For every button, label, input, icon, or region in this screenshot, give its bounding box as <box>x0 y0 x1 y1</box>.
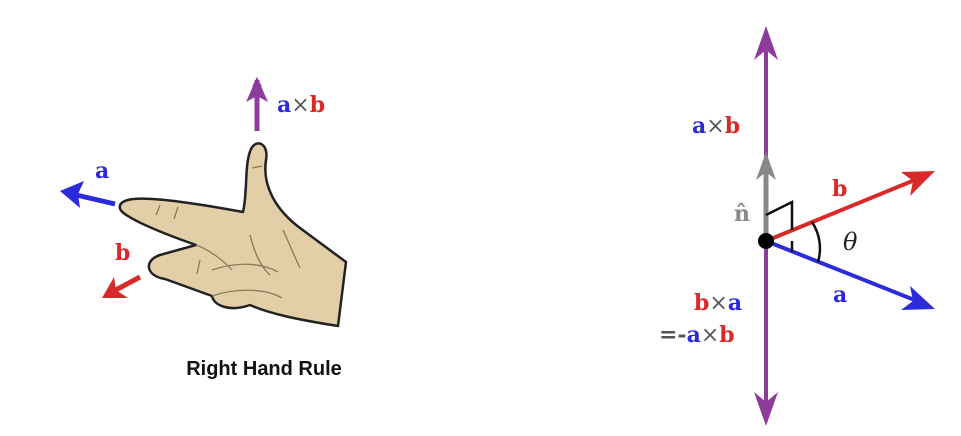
right-hand-rule-caption: Right Hand Rule <box>186 358 342 380</box>
vector-b-line <box>765 175 923 243</box>
left-cross-label: a×b <box>277 92 325 118</box>
hand-shape <box>118 142 348 328</box>
normal-arrowhead <box>756 152 776 180</box>
theta-arc <box>810 221 822 263</box>
origin-point <box>758 233 774 249</box>
right-a-label: a <box>833 282 847 308</box>
cross-up-arrowhead <box>754 26 778 60</box>
vector-a-arrow <box>71 191 116 207</box>
theta-label: θ <box>843 228 858 256</box>
vector-a-head <box>901 286 935 310</box>
left-a-label: a <box>95 158 109 184</box>
vector-b-head <box>901 171 935 196</box>
right-cross-down-label: b×a <box>694 290 742 316</box>
right-cross-up-label: a×b <box>692 113 740 139</box>
left-b-label: b <box>115 240 130 266</box>
right-angle-marker <box>765 199 794 252</box>
vector-b-arrowhead <box>102 277 128 298</box>
right-b-label: b <box>832 176 847 202</box>
vector-b-arrow <box>110 274 142 295</box>
cross-down-arrowhead <box>754 392 778 426</box>
cross-arrowhead-left <box>246 77 268 102</box>
normal-label: n̂ <box>734 201 750 227</box>
right-cross-down-equation: =-a×b <box>659 322 735 348</box>
vector-a-arrowhead <box>60 181 84 208</box>
hand-fold-lines <box>155 165 301 299</box>
right-hand-illustration <box>118 142 348 328</box>
